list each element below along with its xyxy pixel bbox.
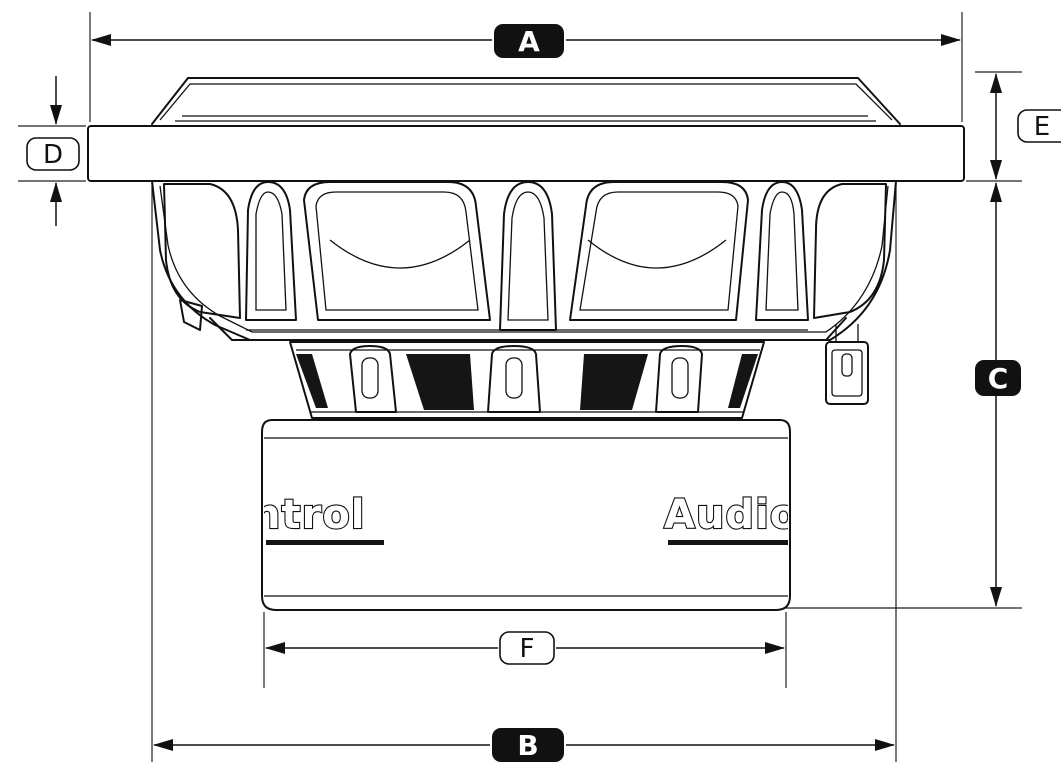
vent-section: [289, 341, 765, 419]
extension-lines: [18, 12, 1022, 762]
label-f-text: F: [520, 634, 535, 664]
basket-spokes: [163, 181, 887, 331]
dimension-label-b: B: [492, 728, 564, 762]
label-c-text: C: [988, 362, 1009, 395]
label-d-text: D: [43, 140, 63, 170]
label-b-text: B: [517, 729, 538, 762]
brand-text-right: Audio: [664, 492, 798, 538]
brand-text-left: ntrol: [252, 492, 366, 538]
dimension-label-d: D: [26, 137, 80, 171]
dimension-label-e: E: [1017, 109, 1061, 143]
label-e-text: E: [1034, 112, 1050, 142]
motor-structure: ntrol Audio: [252, 419, 798, 611]
dimension-lines: [50, 34, 1002, 751]
dimension-label-a: A: [494, 24, 564, 58]
label-a-text: A: [518, 25, 540, 58]
dimension-label-c: C: [975, 360, 1021, 396]
mounting-flange: [87, 125, 965, 182]
subwoofer-drawing: ntrol Audio: [87, 77, 965, 611]
terminal: [825, 324, 869, 405]
dimension-label-f: F: [499, 631, 555, 665]
